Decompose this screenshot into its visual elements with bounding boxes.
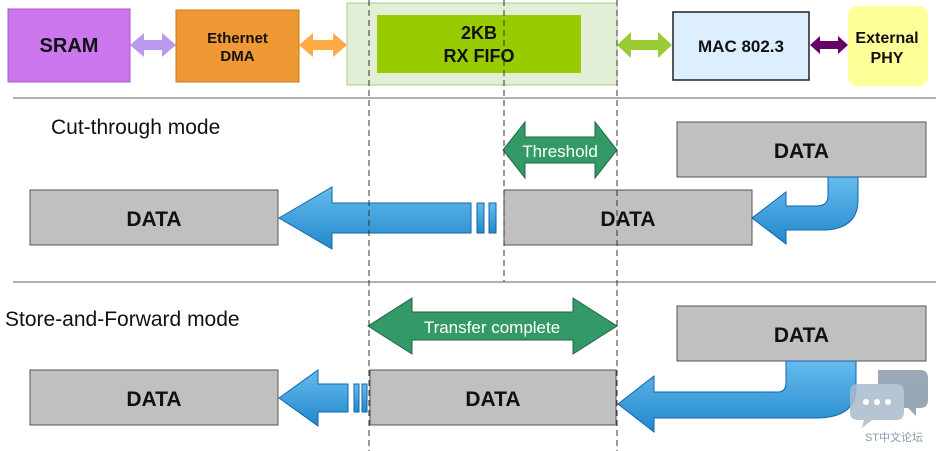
cut-through-mode-label: Cut-through mode — [51, 116, 220, 139]
external-phy-label-line2: PHY — [871, 50, 904, 67]
cut-through-outbound-arrow — [278, 186, 472, 250]
ethernet-dma-block — [175, 9, 300, 83]
sram-block — [7, 8, 131, 83]
cut-through-fifo-data-label: DATA — [600, 208, 655, 231]
cut-through-incoming-data-label: DATA — [774, 140, 829, 163]
transfer-complete-label: Transfer complete — [424, 318, 560, 337]
dma-fifo-link-arrow — [299, 33, 347, 57]
store-forward-arrow-segment-1 — [353, 383, 360, 413]
mac-label: MAC 802.3 — [698, 37, 784, 56]
watermark-text: ST中文论坛 — [865, 430, 923, 444]
ethernet-dma-label-line1: Ethernet — [207, 30, 268, 47]
cut-through-inbound-curved-arrow — [751, 176, 859, 246]
cut-through-sram-data-box — [29, 189, 279, 246]
cut-through-incoming-data-box — [676, 121, 927, 178]
rx-fifo-label-line1: 2KB — [461, 23, 497, 43]
sram-label: SRAM — [40, 35, 99, 57]
store-forward-arrow-segment-2 — [361, 383, 368, 413]
mac-phy-link-arrow — [810, 36, 848, 54]
store-forward-fifo-data-box — [369, 369, 617, 426]
rx-fifo-label-line2: RX FIFO — [444, 46, 515, 66]
fifo-mac-link-arrow — [617, 32, 672, 58]
store-forward-fifo-data-label: DATA — [465, 388, 520, 411]
store-forward-sram-data-label: DATA — [126, 388, 181, 411]
cut-through-arrow-segment-1 — [476, 202, 485, 234]
ethernet-dma-label-line2: DMA — [220, 48, 254, 65]
cut-through-arrow-segment-2 — [488, 202, 497, 234]
threshold-label: Threshold — [522, 142, 598, 161]
store-forward-outbound-arrow — [278, 369, 349, 427]
cut-through-sram-data-label: DATA — [126, 208, 181, 231]
external-phy-label-line1: External — [855, 30, 918, 47]
store-forward-incoming-data-label: DATA — [774, 324, 829, 347]
cut-through-fifo-data-box — [503, 189, 753, 246]
external-phy-block — [848, 6, 928, 86]
store-forward-mode-label: Store-and-Forward mode — [5, 308, 240, 331]
mac-block — [672, 11, 810, 81]
rx-fifo-inner-block — [377, 15, 581, 73]
store-forward-inbound-curved-arrow — [617, 360, 857, 434]
sram-dma-link-arrow — [130, 33, 176, 57]
forum-chat-icon — [850, 370, 928, 428]
store-forward-sram-data-box — [29, 369, 279, 426]
